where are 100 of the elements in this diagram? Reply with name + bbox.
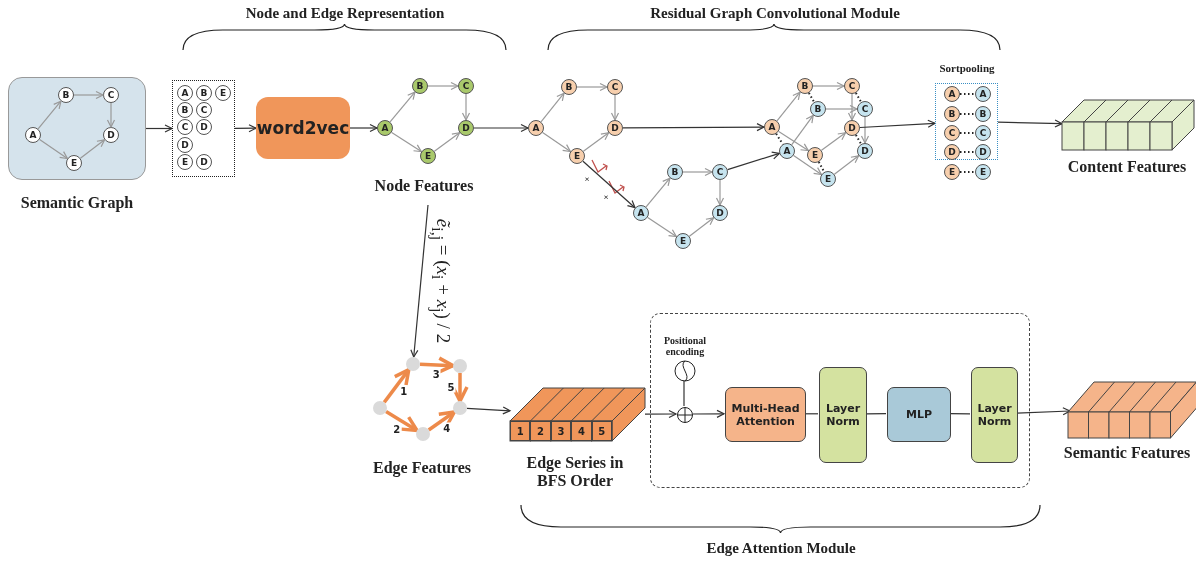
arrow	[691, 409, 725, 418]
letter-node: E	[177, 154, 193, 170]
node-list-box	[172, 80, 235, 177]
letter-node: B	[797, 78, 813, 94]
arrow	[433, 132, 461, 152]
series-cell: 3	[550, 421, 572, 441]
arrow	[820, 132, 847, 151]
letter-node: C	[607, 79, 623, 95]
node-dot	[453, 359, 467, 373]
attention-block: Multi-Head Attention	[725, 387, 806, 442]
letter-node: B	[944, 106, 960, 122]
block-caption: Edge Series in BFS Order	[525, 454, 625, 490]
section-heading: Node and Edge Representation	[245, 4, 445, 22]
arrow	[860, 116, 870, 144]
letter-node: D	[712, 205, 728, 221]
arrow	[859, 119, 936, 129]
arrow	[644, 409, 677, 419]
arrow	[647, 216, 677, 238]
edge-label: 3	[431, 368, 441, 380]
arrow	[542, 131, 571, 153]
arrow	[793, 154, 822, 176]
letter-node: E	[944, 164, 960, 180]
letter-node: B	[177, 102, 193, 118]
series-cell: 4	[571, 421, 592, 441]
dotted-link	[959, 151, 976, 153]
letter-node: C	[844, 78, 860, 94]
arrow	[727, 151, 780, 171]
graph-caption: Node Features	[374, 177, 474, 195]
letter-node: B	[196, 85, 212, 101]
letter-node: C	[944, 125, 960, 141]
arrow	[461, 93, 471, 121]
letter-node: E	[975, 164, 991, 180]
letter-node: C	[196, 102, 212, 118]
arrow	[622, 123, 765, 132]
arrow	[610, 94, 620, 121]
arrow	[391, 131, 422, 153]
arrow	[645, 177, 671, 208]
arrow	[106, 102, 116, 128]
letter-node: B	[561, 79, 577, 95]
letter-node: B	[975, 106, 991, 122]
arrow	[385, 410, 419, 433]
edge-label: 1	[399, 385, 409, 397]
arrow	[576, 82, 608, 92]
pooling-caption: Sortpooling	[938, 62, 996, 74]
letter-node: B	[412, 78, 428, 94]
arrow	[451, 373, 469, 403]
block-caption: Semantic Features	[1062, 444, 1192, 462]
edge-label: 5	[446, 381, 456, 393]
letter-node: A	[975, 86, 991, 102]
graph-caption: Edge Features	[373, 459, 471, 477]
embedding-box: word2vec	[256, 97, 350, 159]
letter-node: D	[944, 144, 960, 160]
letter-node: D	[844, 120, 860, 136]
arrow	[682, 167, 713, 177]
letter-node: A	[177, 85, 193, 101]
connector-line	[949, 413, 971, 415]
arrow	[776, 91, 801, 122]
arrow	[688, 217, 715, 237]
arrow	[427, 81, 459, 91]
panel-caption: Semantic Graph	[19, 194, 135, 212]
arrow	[540, 92, 565, 123]
module-frame	[650, 313, 1030, 488]
letter-node: A	[764, 119, 780, 135]
letter-node: D	[177, 137, 193, 153]
letter-node: D	[857, 143, 873, 159]
dotted-link	[959, 132, 976, 134]
arrow	[349, 123, 378, 133]
edge-label: 2	[392, 423, 402, 435]
letter-node: E	[675, 233, 691, 249]
arrow	[791, 114, 814, 146]
dotted-link	[854, 92, 863, 103]
letter-node: A	[944, 86, 960, 102]
letter-node: C	[712, 164, 728, 180]
series-cell: 2	[530, 421, 551, 441]
arrow	[79, 139, 106, 159]
arrow	[73, 90, 104, 100]
node-caption: Positional encoding	[662, 335, 708, 357]
arrow	[37, 100, 62, 130]
block-caption: Content Features	[1066, 158, 1188, 176]
dotted-link	[959, 93, 976, 95]
dotted-link	[959, 171, 976, 173]
letter-node: D	[975, 144, 991, 160]
letter-node: A	[779, 143, 795, 159]
letter-node: C	[857, 101, 873, 117]
letter-node: C	[458, 78, 474, 94]
dotted-link	[854, 134, 863, 145]
arrow	[473, 123, 529, 133]
cross-mark: ×	[603, 192, 609, 202]
arrow	[582, 132, 610, 152]
arrow	[715, 179, 725, 206]
dotted-link	[807, 92, 816, 103]
letter-node: E	[807, 147, 823, 163]
letter-node: D	[196, 154, 212, 170]
arrow	[833, 155, 860, 175]
arrow	[582, 160, 636, 209]
connector-line	[683, 379, 685, 407]
arrow	[825, 104, 858, 114]
layer-norm-block: Layer Norm	[971, 367, 1018, 463]
section-heading: Edge Attention Module	[706, 539, 856, 557]
node-dot	[453, 401, 467, 415]
